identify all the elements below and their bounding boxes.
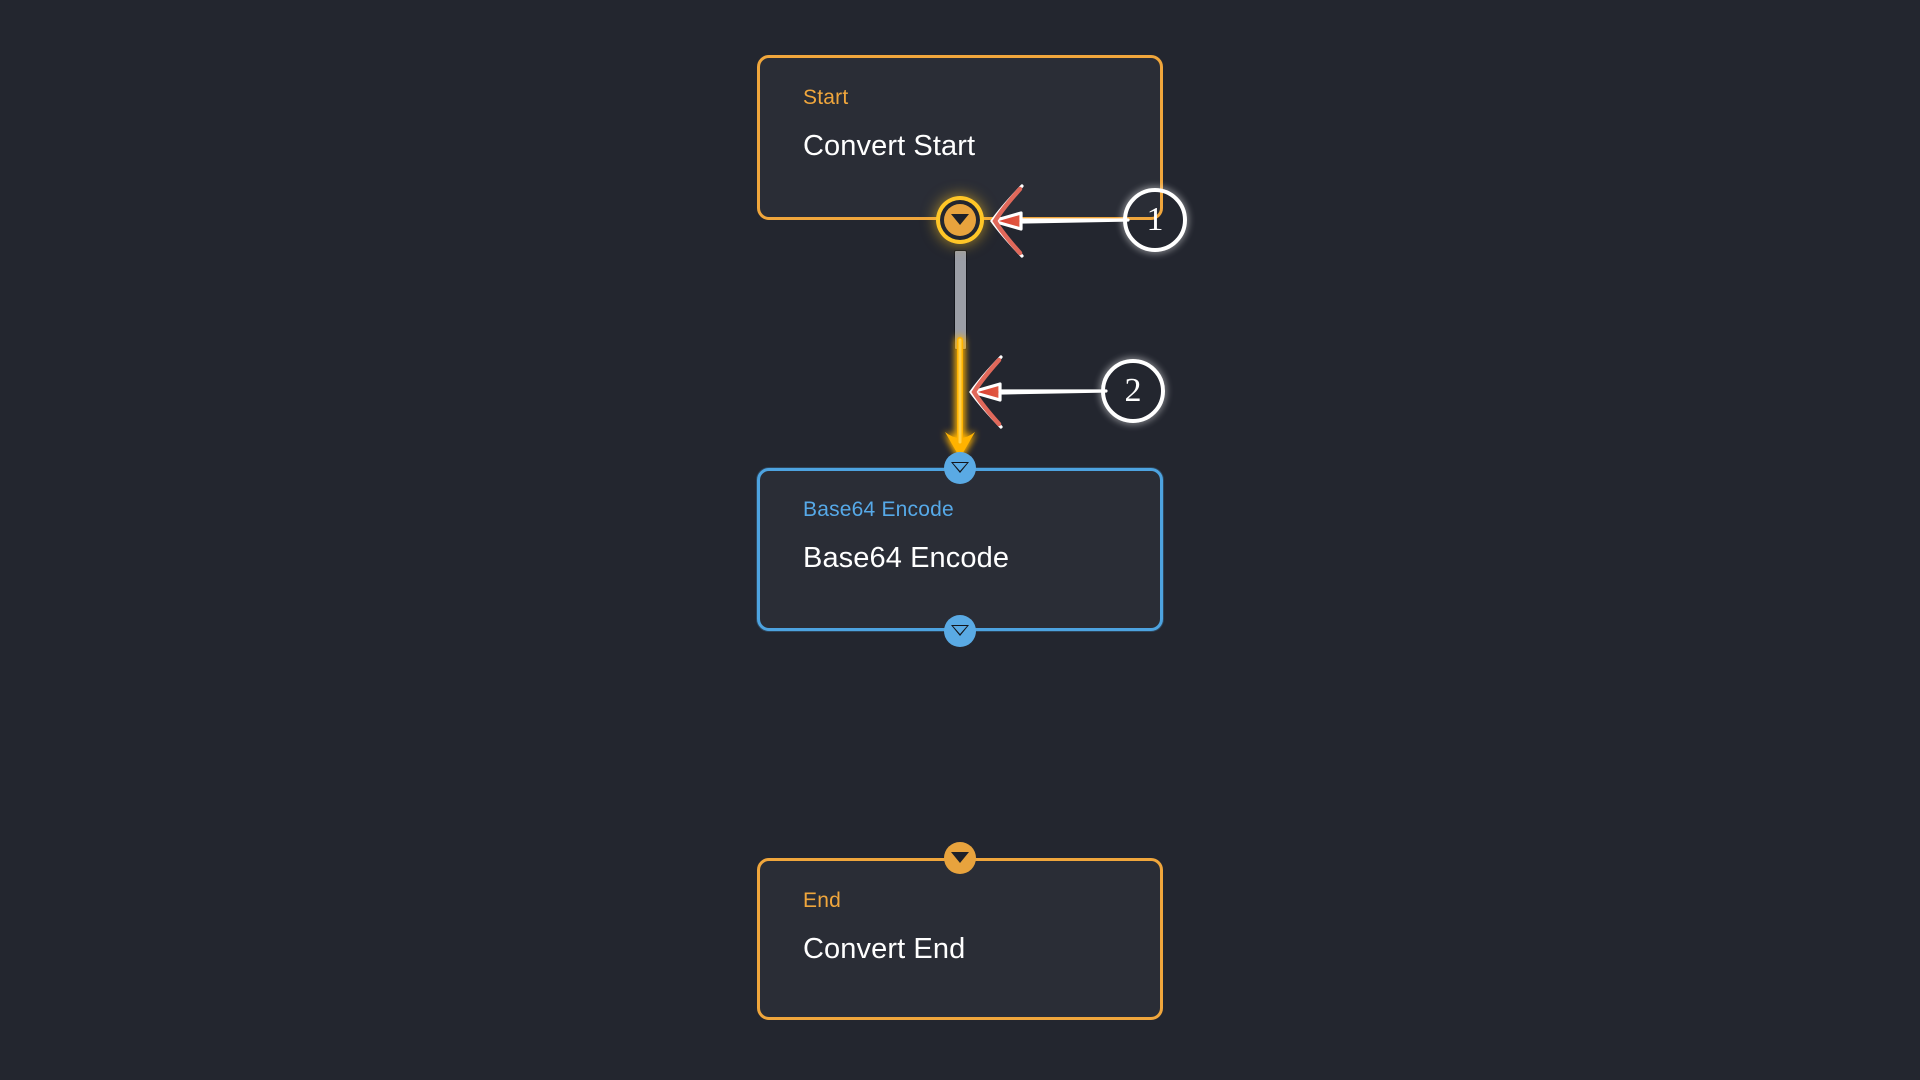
annotation-badge-1-label: 1 <box>1146 200 1164 238</box>
annotation-badge-2-label: 2 <box>1124 371 1142 409</box>
port-base64-encode-input[interactable] <box>944 452 976 484</box>
annotation-badge-2: 2 <box>1101 359 1165 423</box>
chevron-down-icon <box>951 214 969 225</box>
chevron-down-icon <box>951 852 969 863</box>
node-end[interactable]: End Convert End <box>757 858 1163 1020</box>
annotation-badge-1: 1 <box>1123 188 1187 252</box>
port-end-input[interactable] <box>944 842 976 874</box>
chevron-down-icon-inner <box>953 462 967 471</box>
edge-start-to-base64-segment[interactable] <box>954 250 967 350</box>
node-start-title: Convert Start <box>803 130 976 162</box>
node-end-title: Convert End <box>803 933 966 965</box>
port-start-output[interactable] <box>944 204 976 236</box>
chevron-down-icon-inner <box>953 625 967 634</box>
node-base64-encode[interactable]: Base64 Encode Base64 Encode <box>757 468 1163 631</box>
node-start-subtitle: Start <box>803 86 849 109</box>
node-start[interactable]: Start Convert Start <box>757 55 1163 220</box>
node-end-subtitle: End <box>803 889 841 912</box>
edge-start-to-base64-arrowhead <box>945 337 975 458</box>
port-base64-encode-output[interactable] <box>944 615 976 647</box>
node-base64-encode-title: Base64 Encode <box>803 542 1010 574</box>
node-base64-encode-subtitle: Base64 Encode <box>803 498 954 521</box>
